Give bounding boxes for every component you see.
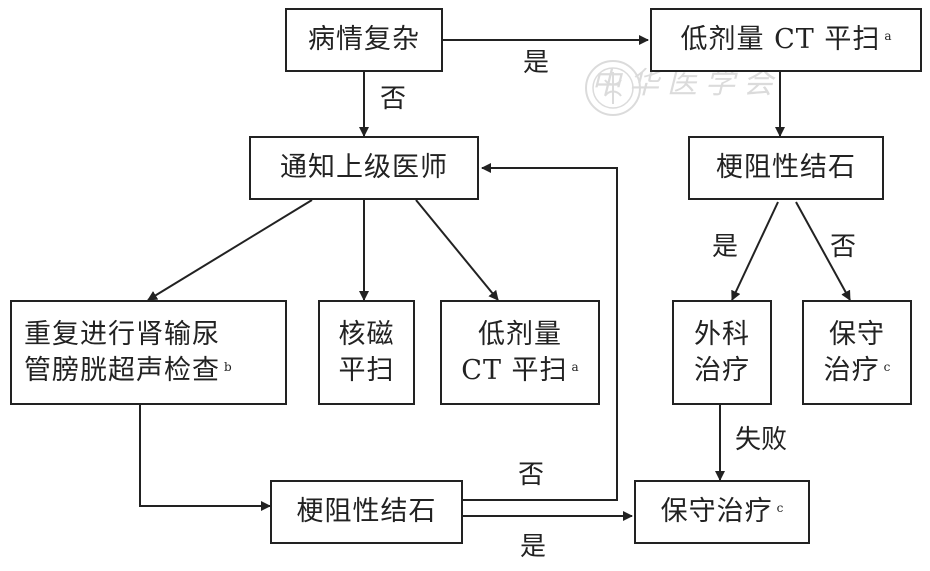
label-surgery-fail: 失败 (735, 425, 788, 455)
edge-notify-to-ctmid (415, 199, 499, 301)
label-complex-yes: 是 (523, 48, 550, 78)
node-complex-condition-text: 病情复杂 (308, 24, 420, 55)
node-notify-senior-text: 通知上级医师 (280, 152, 448, 183)
node-mri-text: 核磁 平扫 (338, 318, 395, 386)
footnote-c-bottom: c (776, 501, 784, 515)
node-complex-condition: 病情复杂 (285, 8, 443, 72)
node-surgery: 外科 治疗 (672, 300, 772, 405)
edge-obstr-no-to-notify (460, 163, 618, 501)
edge-notify-to-us (147, 199, 313, 301)
node-obstructive-stone-bottom-text: 梗阻性结石 (296, 496, 437, 527)
label-complex-no: 否 (380, 84, 407, 114)
node-obstructive-stone-top-text: 梗阻性结石 (716, 152, 856, 183)
node-notify-senior: 通知上级医师 (249, 136, 479, 200)
footnote-c-right: c (883, 359, 891, 374)
node-surgery-text: 外科 治疗 (694, 318, 750, 386)
edge-obstr-to-conservative (795, 201, 851, 301)
label-obstr-top-no: 否 (830, 232, 857, 262)
label-obstr-bottom-no: 否 (518, 460, 545, 490)
edge-obstr-to-surgery (731, 201, 779, 301)
footnote-a: a (884, 29, 892, 43)
emblem-icon (585, 60, 641, 116)
footnote-b: b (224, 359, 232, 374)
label-obstr-top-yes: 是 (712, 232, 739, 262)
node-obstructive-stone-top: 梗阻性结石 (688, 136, 884, 200)
footnote-a-mid: a (571, 359, 579, 374)
label-obstr-bottom-yes: 是 (520, 532, 547, 562)
node-mri: 核磁 平扫 (318, 300, 415, 405)
edge-us-to-obstr (139, 405, 271, 511)
node-obstructive-stone-bottom: 梗阻性结石 (270, 480, 463, 544)
